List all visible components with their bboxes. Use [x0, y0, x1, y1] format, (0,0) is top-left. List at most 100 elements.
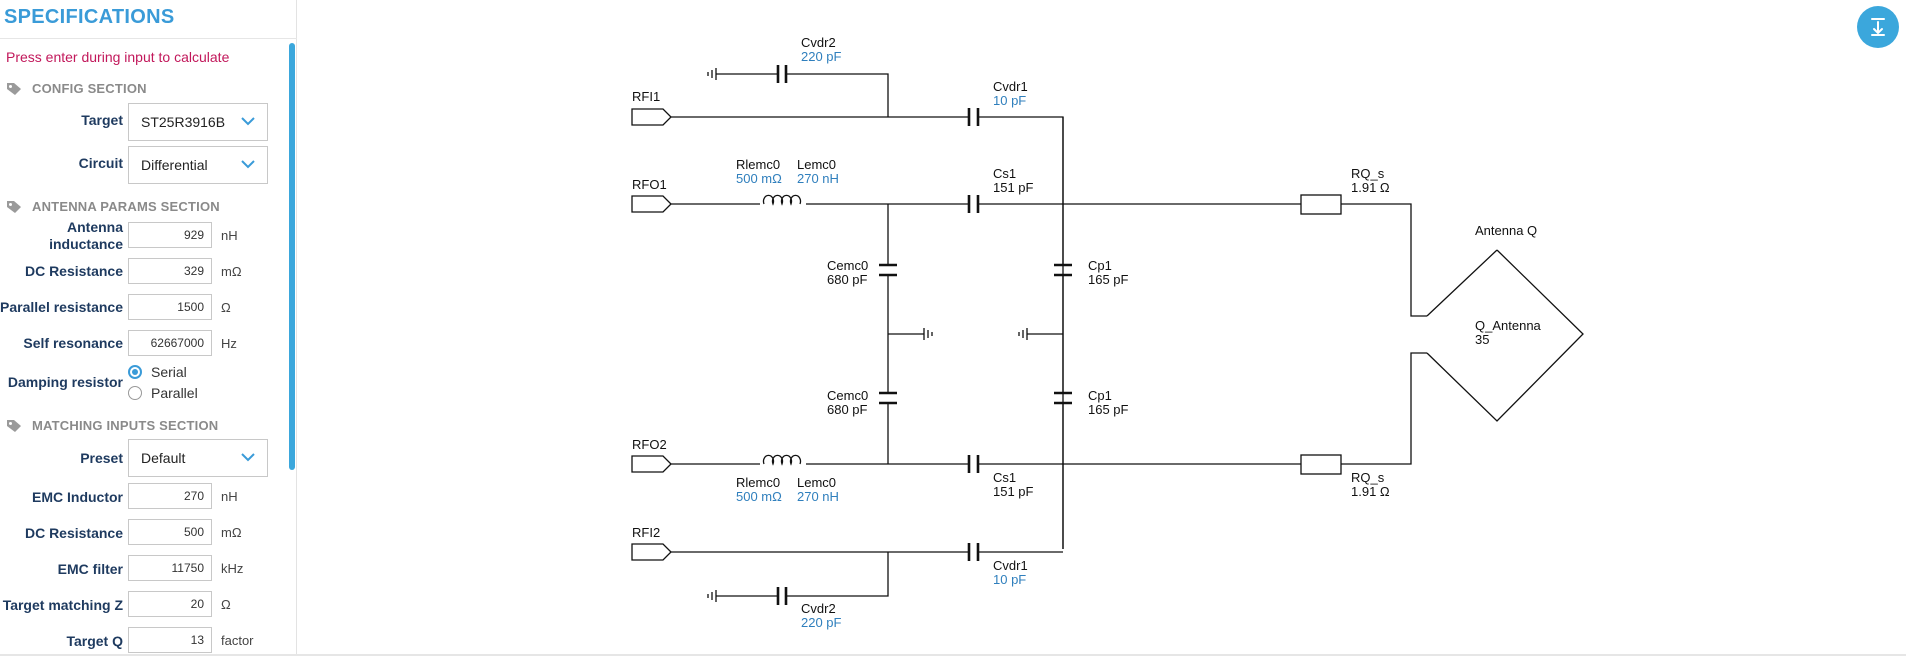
- self-resonance-input[interactable]: 62667000: [128, 330, 212, 356]
- chevron-down-icon: [241, 453, 255, 462]
- self-resonance-unit: Hz: [221, 336, 237, 351]
- cs1-bot-value: 151 pF: [993, 484, 1034, 499]
- rq-bot-value: 1.91 Ω: [1351, 484, 1390, 499]
- antenna-name: Q_Antenna: [1475, 318, 1542, 333]
- config-section-title: CONFIG SECTION: [32, 81, 147, 96]
- rq-bot-name: RQ_s: [1351, 470, 1385, 485]
- damping-serial-label: Serial: [151, 364, 187, 380]
- cvdr2-bot-name: Cvdr2: [801, 601, 836, 616]
- lemc0-bot-name: Lemc0: [797, 475, 836, 490]
- emc-filter-input[interactable]: 11750: [128, 555, 212, 581]
- emc-inductor-unit: nH: [221, 489, 238, 504]
- cp1-bot-value: 165 pF: [1088, 402, 1129, 417]
- radio-unselected-indicator: [128, 386, 142, 400]
- dc-resistance2-input[interactable]: 500: [128, 519, 212, 545]
- rlemc0-bot-value: 500 mΩ: [736, 489, 782, 504]
- export-button[interactable]: [1857, 6, 1899, 48]
- antenna-inductance-label-line1: Antenna: [67, 219, 123, 235]
- damping-parallel-radio[interactable]: Parallel: [128, 385, 198, 401]
- rq-top-value: 1.91 Ω: [1351, 180, 1390, 195]
- cemc0-top-name: Cemc0: [827, 258, 868, 273]
- parallel-resistance-input[interactable]: 1500: [128, 294, 212, 320]
- circuit-value: Differential: [141, 157, 208, 173]
- rq-top-name: RQ_s: [1351, 166, 1385, 181]
- lemc0-bot-value: 270 nH: [797, 489, 839, 504]
- target-matching-z-input[interactable]: 20: [128, 591, 212, 617]
- lemc0-top-value: 270 nH: [797, 171, 839, 186]
- circuit-select[interactable]: Differential: [128, 146, 268, 184]
- calculate-hint: Press enter during input to calculate: [6, 49, 230, 65]
- cvdr2-top-value: 220 pF: [801, 49, 842, 64]
- antenna-title: Antenna Q: [1475, 223, 1537, 238]
- bottom-divider: [0, 654, 1906, 656]
- parallel-resistance-label: Parallel resistance: [0, 299, 123, 315]
- cs1-top-value: 151 pF: [993, 180, 1034, 195]
- dc-resistance-input[interactable]: 329: [128, 258, 212, 284]
- target-label: Target: [81, 112, 123, 128]
- dc-resistance-label: DC Resistance: [24, 263, 123, 279]
- panel-title: SPECIFICATIONS: [4, 6, 175, 28]
- cs1-top-name: Cs1: [993, 166, 1016, 181]
- circuit-label: Circuit: [78, 155, 123, 171]
- antenna-inductance-label-line2: inductance: [49, 236, 123, 252]
- port-rfo1-label: RFO1: [632, 177, 667, 192]
- port-rfi1-label: RFI1: [632, 89, 660, 104]
- tag-icon: [7, 419, 21, 432]
- matching-section-header: MATCHING INPUTS SECTION: [6, 418, 218, 433]
- rlemc0-top-value: 500 mΩ: [736, 171, 782, 186]
- dc-resistance2-unit: mΩ: [221, 525, 242, 540]
- antenna-section-header: ANTENNA PARAMS SECTION: [6, 199, 220, 214]
- panel-scrollbar[interactable]: [289, 43, 295, 470]
- cemc0-bot-name: Cemc0: [827, 388, 868, 403]
- circuit-schematic: RFI1 RFO1 RFO2 RFI2 Cvdr2 220 pF Cvdr1 1…: [631, 35, 1584, 630]
- antenna-inductance-input[interactable]: 929: [128, 222, 212, 248]
- target-q-input[interactable]: 13: [128, 627, 212, 653]
- cvdr1-bot-name: Cvdr1: [993, 558, 1028, 573]
- radio-selected-indicator: [128, 365, 142, 379]
- target-matching-z-unit: Ω: [221, 597, 231, 612]
- dc-resistance-unit: mΩ: [221, 264, 242, 279]
- cp1-top-value: 165 pF: [1088, 272, 1129, 287]
- download-icon: [1871, 18, 1885, 36]
- dc-resistance2-label: DC Resistance: [24, 525, 123, 541]
- emc-filter-unit: kHz: [221, 561, 244, 576]
- self-resonance-label: Self resonance: [23, 335, 123, 351]
- cvdr1-top-name: Cvdr1: [993, 79, 1028, 94]
- chevron-down-icon: [241, 117, 255, 126]
- specifications-panel: SPECIFICATIONS Press enter during input …: [0, 0, 297, 656]
- preset-value: Default: [141, 450, 186, 466]
- cp1-top-name: Cp1: [1088, 258, 1112, 273]
- damping-resistor-label: Damping resistor: [7, 374, 123, 390]
- emc-inductor-label: EMC Inductor: [32, 489, 123, 505]
- cvdr2-top-name: Cvdr2: [801, 35, 836, 50]
- antenna-section-title: ANTENNA PARAMS SECTION: [32, 199, 220, 214]
- port-rfi2-label: RFI2: [632, 525, 660, 540]
- damping-serial-radio[interactable]: Serial: [128, 364, 187, 380]
- chevron-down-icon: [241, 160, 255, 169]
- target-matching-z-label: Target matching Z: [2, 597, 123, 613]
- antenna-inductance-label: Antenna inductance: [49, 219, 123, 253]
- cvdr2-bot-value: 220 pF: [801, 615, 842, 630]
- cp1-bot-name: Cp1: [1088, 388, 1112, 403]
- emc-filter-label: EMC filter: [57, 561, 123, 577]
- title-divider: [0, 38, 297, 39]
- matching-section-title: MATCHING INPUTS SECTION: [32, 418, 219, 433]
- parallel-resistance-unit: Ω: [221, 300, 231, 315]
- config-section-header: CONFIG SECTION: [6, 81, 147, 96]
- preset-label: Preset: [80, 450, 123, 466]
- tag-icon: [7, 200, 21, 213]
- rlemc0-bot-name: Rlemc0: [736, 475, 780, 490]
- antenna-inductance-unit: nH: [221, 228, 238, 243]
- damping-parallel-label: Parallel: [151, 385, 198, 401]
- antenna-value: 35: [1475, 332, 1489, 347]
- target-q-label: Target Q: [66, 633, 123, 649]
- target-select[interactable]: ST25R3916B: [128, 103, 268, 141]
- cs1-bot-name: Cs1: [993, 470, 1016, 485]
- cvdr1-bot-value: 10 pF: [993, 572, 1026, 587]
- preset-select[interactable]: Default: [128, 439, 268, 477]
- rlemc0-top-name: Rlemc0: [736, 157, 780, 172]
- target-value: ST25R3916B: [141, 114, 226, 130]
- emc-inductor-input[interactable]: 270: [128, 483, 212, 509]
- cemc0-top-value: 680 pF: [827, 272, 868, 287]
- target-q-unit: factor: [221, 633, 254, 648]
